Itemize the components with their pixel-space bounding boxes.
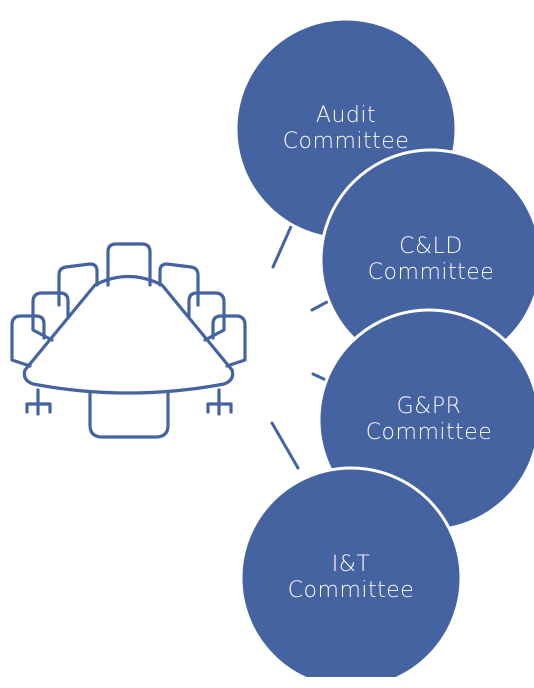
circle-it-committee	[239, 466, 463, 677]
connector-line-it	[270, 421, 300, 470]
conference-table-icon	[10, 242, 247, 439]
committee-circles	[234, 17, 534, 677]
connector-line-cld	[310, 300, 329, 312]
